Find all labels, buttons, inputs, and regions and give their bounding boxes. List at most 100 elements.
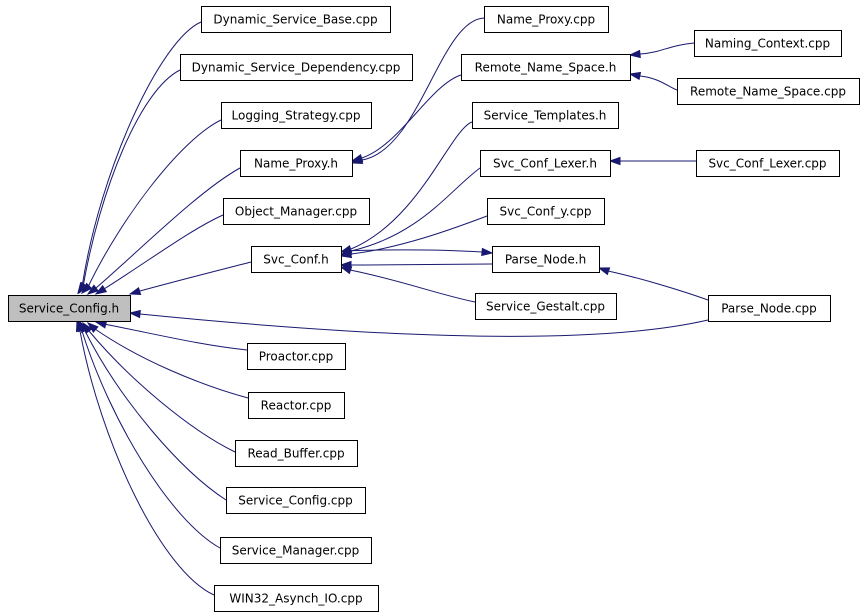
node-label: WIN32_Asynch_IO.cpp	[229, 592, 362, 606]
node-box	[708, 295, 831, 322]
node-label: Svc_Conf.h	[263, 253, 328, 267]
node-label: Name_Proxy.cpp	[497, 13, 595, 27]
node-remote-name-space-cpp[interactable]: Remote_Name_Space.cpp	[677, 78, 860, 105]
node-service-config-h[interactable]: Service_Config.h	[8, 295, 131, 322]
node-label: Svc_Conf_y.cpp	[500, 205, 592, 219]
node-box	[461, 54, 631, 81]
dependency-edge	[95, 167, 241, 289]
dependency-edge	[639, 42, 695, 55]
dependency-edge	[350, 263, 493, 266]
dependency-edge	[639, 75, 678, 91]
dependency-edge	[139, 261, 252, 292]
node-box	[226, 487, 366, 514]
arrowhead-icon	[80, 282, 93, 295]
node-box	[480, 150, 611, 177]
node-dynamic-service-base-cpp[interactable]: Dynamic_Service_Base.cpp	[201, 6, 391, 33]
node-win32-asynch-io-cpp[interactable]: WIN32_Asynch_IO.cpp	[214, 585, 379, 612]
node-object-manager-cpp[interactable]: Object_Manager.cpp	[223, 198, 370, 225]
node-box	[251, 246, 342, 273]
dependency-edge	[340, 249, 483, 253]
node-service-manager-cpp[interactable]: Service_Manager.cpp	[220, 537, 372, 564]
arrowhead-icon	[350, 153, 364, 163]
node-label: Naming_Context.cpp	[705, 37, 830, 51]
arrowhead-icon	[86, 284, 99, 295]
node-label: Service_Templates.h	[484, 109, 607, 123]
node-parse-node-h[interactable]: Parse_Node.h	[492, 246, 600, 273]
dependency-edge	[350, 215, 488, 255]
node-label: Service_Manager.cpp	[232, 544, 360, 558]
node-label: Reactor.cpp	[261, 399, 332, 413]
node-box	[487, 198, 605, 225]
node-label: Service_Config.h	[19, 302, 119, 316]
arrowhead-icon	[608, 156, 621, 166]
node-svc-conf-h[interactable]: Svc_Conf.h	[251, 246, 342, 273]
node-name-proxy-cpp[interactable]: Name_Proxy.cpp	[484, 6, 609, 33]
node-logging-strategy-cpp[interactable]: Logging_Strategy.cpp	[221, 102, 372, 129]
dependency-edge	[103, 214, 224, 290]
arrowhead-icon	[75, 319, 85, 333]
dependency-edge	[88, 330, 236, 453]
node-box	[240, 150, 353, 177]
graph-nodes: Service_Config.h Dynamic_Service_Base.cpp…	[8, 6, 860, 612]
node-read-buffer-cpp[interactable]: Read_Buffer.cpp	[235, 440, 358, 467]
dependency-edge	[607, 270, 709, 301]
node-box	[220, 537, 372, 564]
arrowhead-icon	[628, 71, 642, 81]
arrowhead-icon	[94, 284, 108, 295]
dependency-edge	[139, 313, 709, 337]
arrowhead-icon	[339, 266, 353, 275]
node-parse-node-cpp[interactable]: Parse_Node.cpp	[708, 295, 831, 322]
node-svc-conf-lexer-cpp[interactable]: Svc_Conf_Lexer.cpp	[696, 150, 840, 177]
node-box	[492, 246, 600, 273]
node-box	[8, 295, 131, 322]
node-label: Proactor.cpp	[259, 350, 334, 364]
node-box	[472, 102, 619, 129]
node-label: Service_Gestalt.cpp	[486, 300, 605, 314]
arrowhead-icon	[128, 286, 142, 296]
node-service-config-cpp[interactable]: Service_Config.cpp	[226, 487, 366, 514]
graph-edges	[75, 17, 709, 596]
dependency-edge	[361, 17, 485, 161]
node-box	[247, 343, 346, 370]
node-box	[694, 30, 842, 57]
node-svc-conf-lexer-h[interactable]: Svc_Conf_Lexer.h	[480, 150, 611, 177]
node-naming-context-cpp[interactable]: Naming_Context.cpp	[694, 30, 842, 57]
node-label: Parse_Node.cpp	[721, 302, 817, 316]
dependency-edge	[361, 74, 462, 159]
node-remote-name-space-h[interactable]: Remote_Name_Space.h	[461, 54, 631, 81]
arrowhead-icon	[597, 267, 611, 276]
node-service-templates-h[interactable]: Service_Templates.h	[472, 102, 619, 129]
node-label: Remote_Name_Space.cpp	[690, 85, 846, 99]
node-service-gestalt-cpp[interactable]: Service_Gestalt.cpp	[475, 293, 617, 320]
node-label: Read_Buffer.cpp	[247, 447, 344, 461]
node-label: Object_Manager.cpp	[235, 205, 357, 219]
dependency-edge	[87, 119, 222, 288]
arrowhead-icon	[128, 309, 141, 319]
dependency-edge	[82, 69, 181, 288]
dependency-edge	[81, 21, 202, 288]
node-reactor-cpp[interactable]: Reactor.cpp	[248, 392, 345, 419]
node-label: Svc_Conf_Lexer.h	[493, 157, 597, 171]
dependency-edge	[79, 330, 215, 596]
arrowhead-icon	[628, 49, 641, 59]
node-label: Logging_Strategy.cpp	[232, 109, 361, 123]
arrowhead-icon	[481, 247, 494, 257]
node-name-proxy-h[interactable]: Name_Proxy.h	[240, 150, 353, 177]
node-box	[484, 6, 609, 33]
node-label: Dynamic_Service_Dependency.cpp	[192, 61, 401, 75]
node-box	[696, 150, 840, 177]
dependency-edge	[349, 269, 476, 303]
dependency-edge	[350, 121, 473, 250]
node-proactor-cpp[interactable]: Proactor.cpp	[247, 343, 346, 370]
node-label: Dynamic_Service_Base.cpp	[213, 13, 377, 27]
node-box	[201, 6, 391, 33]
node-box	[223, 198, 370, 225]
node-svc-conf-y-cpp[interactable]: Svc_Conf_y.cpp	[487, 198, 605, 225]
node-box	[221, 102, 372, 129]
arrowhead-icon	[339, 249, 353, 259]
node-box	[475, 293, 617, 320]
node-label: Service_Config.cpp	[238, 494, 353, 508]
node-dynamic-service-dependency-cpp[interactable]: Dynamic_Service_Dependency.cpp	[180, 54, 413, 81]
dependency-edge	[350, 167, 481, 252]
